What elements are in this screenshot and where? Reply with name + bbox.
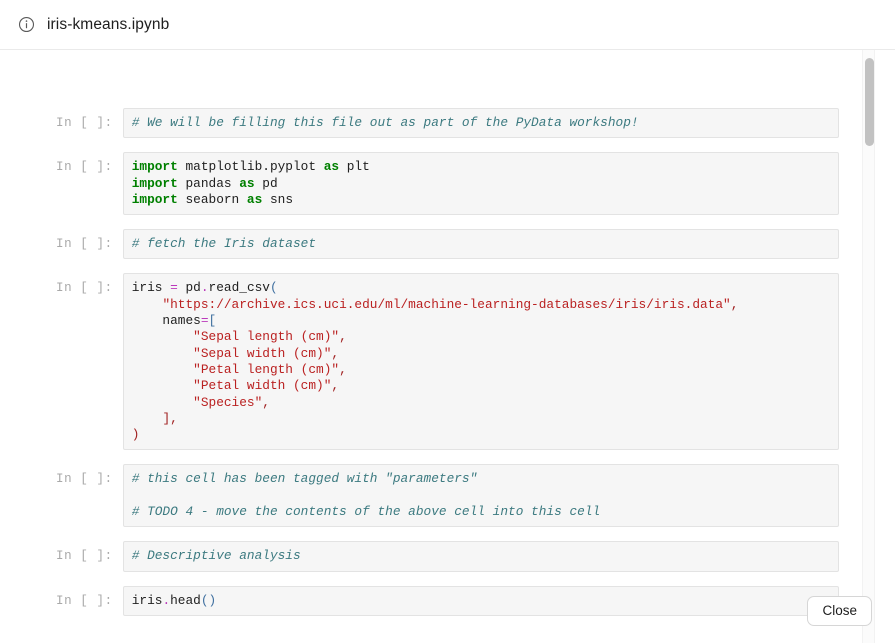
code-token <box>132 346 193 361</box>
vertical-scrollbar[interactable] <box>862 50 875 643</box>
cell-prompt: In [ ]: <box>56 281 113 296</box>
cell-source: import matplotlib.pyplot as plt import p… <box>132 159 830 208</box>
cell-prompt: In [ ]: <box>56 472 113 487</box>
cell-parameters-tagged[interactable]: In [ ]: # this cell has been tagged with … <box>56 464 839 528</box>
window-titlebar: iris-kmeans.ipynb <box>0 0 895 50</box>
code-token: # Descriptive analysis <box>131 548 301 564</box>
cell-prompt: In [ ]: <box>56 593 113 608</box>
code-token: ], <box>162 410 178 426</box>
cell-source: # this cell has been tagged with "parame… <box>132 471 830 520</box>
cell-input-area[interactable]: # We will be filling this file out as pa… <box>122 108 839 139</box>
code-token: matplotlib.pyplot <box>177 159 324 175</box>
code-token: import <box>131 191 178 207</box>
code-token: () <box>200 592 217 608</box>
code-token: , <box>262 394 270 410</box>
info-circle-icon <box>18 16 35 33</box>
code-token: # We will be filling this file out as pa… <box>131 115 639 130</box>
code-token: seaborn <box>177 191 247 207</box>
cell-input-area[interactable]: # this cell has been tagged with "parame… <box>122 464 839 528</box>
code-token: "Petal length (cm)" <box>193 361 340 377</box>
code-token: [ <box>208 313 217 329</box>
code-token: import <box>131 159 178 175</box>
code-token: pd <box>177 280 201 296</box>
cell-input-area[interactable]: # fetch the Iris dataset <box>122 229 839 260</box>
code-token: , <box>339 361 347 377</box>
code-token: # TODO 4 - move the contents of the abov… <box>131 504 601 520</box>
code-token <box>132 395 193 410</box>
code-token <box>132 411 163 426</box>
code-token: pandas <box>177 175 240 191</box>
code-token: "Species" <box>193 394 263 410</box>
code-token: "Sepal width (cm)" <box>193 345 332 361</box>
cell-input-area[interactable]: # Descriptive analysis <box>122 541 839 572</box>
cell-source: # fetch the Iris dataset <box>132 236 830 252</box>
code-token: = <box>200 313 209 329</box>
code-token: plt <box>339 159 370 175</box>
cell-source: iris = pd.read_csv( "https://archive.ics… <box>132 280 830 443</box>
code-token: = <box>170 280 178 296</box>
code-token: ( <box>269 280 278 296</box>
code-token <box>132 297 163 312</box>
code-token <box>132 378 193 393</box>
code-token: # this cell has been tagged with "parame… <box>131 471 478 487</box>
code-token: ) <box>131 427 140 443</box>
code-token: as <box>323 159 340 175</box>
close-button[interactable]: Close <box>807 596 872 626</box>
cell-imports[interactable]: In [ ]: import matplotlib.pyplot as plt i… <box>56 152 839 216</box>
code-token: # fetch the Iris dataset <box>131 236 317 252</box>
code-token <box>132 362 193 377</box>
cell-input-area[interactable]: import matplotlib.pyplot as plt import p… <box>122 152 839 216</box>
code-token: , <box>730 296 739 312</box>
cell-source: # Descriptive analysis <box>132 548 830 564</box>
cell-input-area[interactable]: iris = pd.read_csv( "https://archive.ics… <box>122 273 839 451</box>
code-token: as <box>239 175 255 191</box>
notebook-scroll-area[interactable]: In [ ]: # We will be filling this file ou… <box>0 50 895 643</box>
cell-descriptive-analysis-comment[interactable]: In [ ]: # Descriptive analysis <box>56 541 839 572</box>
cell-read-csv[interactable]: In [ ]: iris = pd.read_csv( "https://arch… <box>56 273 839 451</box>
code-token: , <box>339 329 347 345</box>
cell-prompt: In [ ]: <box>56 549 113 564</box>
code-token <box>132 329 193 344</box>
cell-prompt: In [ ]: <box>56 237 113 252</box>
notebook-cell-list: In [ ]: # We will be filling this file ou… <box>0 50 895 616</box>
page-title: iris-kmeans.ipynb <box>47 15 170 33</box>
code-token: "https://archive.ics.uci.edu/ml/machine-… <box>162 296 731 312</box>
code-token: , <box>331 378 340 394</box>
vertical-scrollbar-thumb[interactable] <box>865 58 874 146</box>
code-token: "Sepal length (cm)" <box>193 329 340 345</box>
code-token: read_csv <box>208 280 270 296</box>
code-token: head <box>170 592 201 608</box>
code-token: names <box>131 313 201 329</box>
code-token: , <box>331 345 340 361</box>
code-token: sns <box>262 191 293 207</box>
cell-input-area[interactable]: iris.head() <box>122 585 839 616</box>
cell-source: # We will be filling this file out as pa… <box>132 115 830 131</box>
cell-fetch-comment[interactable]: In [ ]: # fetch the Iris dataset <box>56 229 839 260</box>
code-token: "Petal width (cm)" <box>193 378 332 394</box>
notebook-body: In [ ]: # We will be filling this file ou… <box>0 50 895 643</box>
code-token: iris <box>131 592 163 608</box>
code-token: iris <box>131 280 171 296</box>
code-token: pd <box>254 175 278 191</box>
cell-iris-head[interactable]: In [ ]: iris.head() <box>56 585 839 616</box>
code-token: import <box>131 175 178 191</box>
code-token: . <box>200 280 209 296</box>
cell-source: iris.head() <box>132 593 830 609</box>
cell-prompt: In [ ]: <box>56 116 113 130</box>
code-token: . <box>162 592 171 608</box>
cell-prompt: In [ ]: <box>56 160 113 175</box>
code-token: as <box>246 191 263 207</box>
cell-intro-comment[interactable]: In [ ]: # We will be filling this file ou… <box>56 108 839 139</box>
